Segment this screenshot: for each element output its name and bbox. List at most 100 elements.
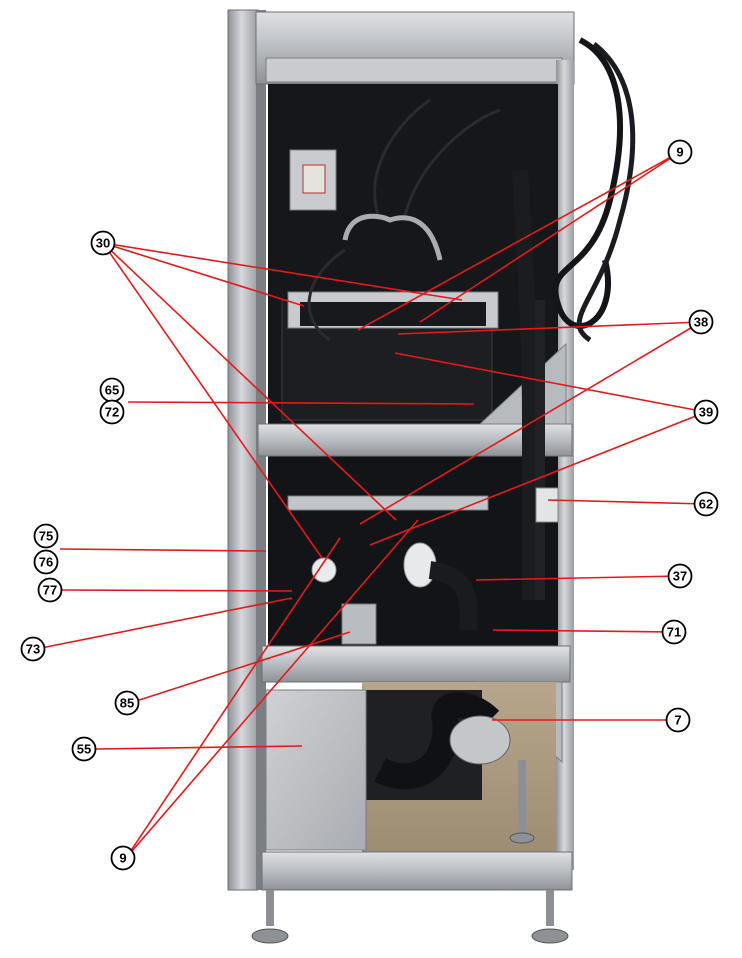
leader-39-b: [369, 411, 707, 546]
leader-9-bottom-b: [125, 519, 419, 859]
callout-circle: [33, 549, 59, 575]
electrical-box-label: [302, 164, 326, 194]
leader-65-72: [127, 401, 475, 405]
middle-bracket: [287, 495, 489, 511]
callout-circle: [688, 309, 714, 335]
callout-label: 72: [105, 405, 119, 420]
leader-30-a: [102, 242, 305, 307]
leader-38-b: [359, 321, 702, 525]
callout-c85: 85: [114, 690, 140, 716]
callout-circle: [37, 577, 63, 603]
callout-c62: 62: [693, 491, 719, 517]
power-cable-2: [576, 42, 636, 343]
callout-circle: [71, 736, 97, 762]
callout-label: 71: [667, 625, 681, 640]
callout-circle: [110, 845, 136, 871]
callout-label: 9: [119, 851, 126, 866]
callout-label: 38: [694, 315, 708, 330]
leg-right: [546, 890, 554, 926]
callout-circle: [693, 399, 719, 425]
callout-label: 85: [120, 696, 134, 711]
callout-label: 77: [43, 583, 57, 598]
power-cable: [552, 37, 623, 329]
leader-39-a: [394, 352, 707, 413]
mounting-block: [341, 603, 377, 645]
cabinet-left-panel: [227, 9, 259, 891]
callout-label: 76: [39, 555, 53, 570]
leg-left: [266, 890, 274, 926]
callout-circle: [661, 619, 687, 645]
lower-shelf-rail: [261, 645, 571, 683]
callout-label: 9: [676, 145, 683, 160]
upper-bracket-dark: [300, 302, 486, 326]
leader-37: [475, 575, 681, 581]
callout-c76: 76: [33, 549, 59, 575]
callouts: 9 30 38 65 72 39 62 75 76 37 77 71 73 85 7 55 9: [20, 139, 719, 871]
callout-c9b: 9: [110, 845, 136, 871]
callout-label: 39: [699, 405, 713, 420]
callout-c9a: 9: [667, 139, 693, 165]
callout-c7: 7: [665, 707, 691, 733]
leader-77: [61, 589, 293, 592]
foot-left: [251, 928, 289, 944]
foot-rear: [509, 832, 535, 844]
callout-circle: [90, 230, 116, 256]
leg-rear: [518, 760, 526, 836]
leader-30-b: [102, 242, 463, 301]
leader-lines: [35, 151, 707, 859]
leader-71: [492, 629, 675, 633]
callout-label: 75: [39, 529, 53, 544]
right-hose-vertical: [512, 169, 538, 600]
callout-circle: [114, 690, 140, 716]
leader-9-top-a: [357, 151, 681, 331]
leader-9-top-b: [419, 151, 681, 323]
callout-label: 55: [77, 742, 91, 757]
leader-85: [129, 631, 351, 704]
callout-circle: [693, 491, 719, 517]
leader-62: [547, 499, 707, 505]
top-frame-inner: [265, 57, 563, 83]
callout-label: 65: [105, 383, 119, 398]
callout-label: 30: [96, 236, 110, 251]
leader-9-bottom-a: [125, 537, 341, 859]
leader-75-76: [59, 548, 267, 552]
leader-38-a: [397, 321, 702, 335]
lower-side-panel: [265, 689, 367, 851]
callout-c73: 73: [20, 636, 46, 662]
right-white-fitting: [535, 487, 559, 523]
callout-c30: 30: [90, 230, 116, 256]
callout-c71: 71: [661, 619, 687, 645]
callout-c38: 38: [688, 309, 714, 335]
callout-c77: 77: [37, 577, 63, 603]
elbow-hose-middle: [428, 561, 478, 631]
callout-circle: [33, 523, 59, 549]
upper-wiring: [307, 98, 501, 342]
tank-port: [311, 557, 337, 583]
callout-c39: 39: [693, 399, 719, 425]
lower-black-hose: [374, 692, 500, 790]
callout-c75: 75: [33, 523, 59, 549]
callout-label: 37: [673, 569, 687, 584]
base-frame: [261, 851, 573, 891]
callout-circle: [667, 563, 693, 589]
callout-label: 62: [699, 497, 713, 512]
leader-30-c: [102, 242, 323, 559]
leader-73: [35, 597, 293, 650]
callout-c55: 55: [71, 736, 97, 762]
callout-label: 7: [674, 713, 681, 728]
callout-c72: 72: [99, 399, 125, 425]
callout-c65: 65: [99, 377, 125, 403]
callout-label: 73: [26, 642, 40, 657]
foot-right: [531, 928, 569, 944]
leader-30-d: [102, 242, 397, 521]
callout-c37: 37: [667, 563, 693, 589]
callout-circle: [665, 707, 691, 733]
upper-hose-arch: [342, 213, 443, 261]
machine-illustration: [227, 9, 636, 944]
callout-circle: [99, 399, 125, 425]
callout-circle: [667, 139, 693, 165]
callout-circle: [20, 636, 46, 662]
pump-body: [449, 715, 511, 765]
